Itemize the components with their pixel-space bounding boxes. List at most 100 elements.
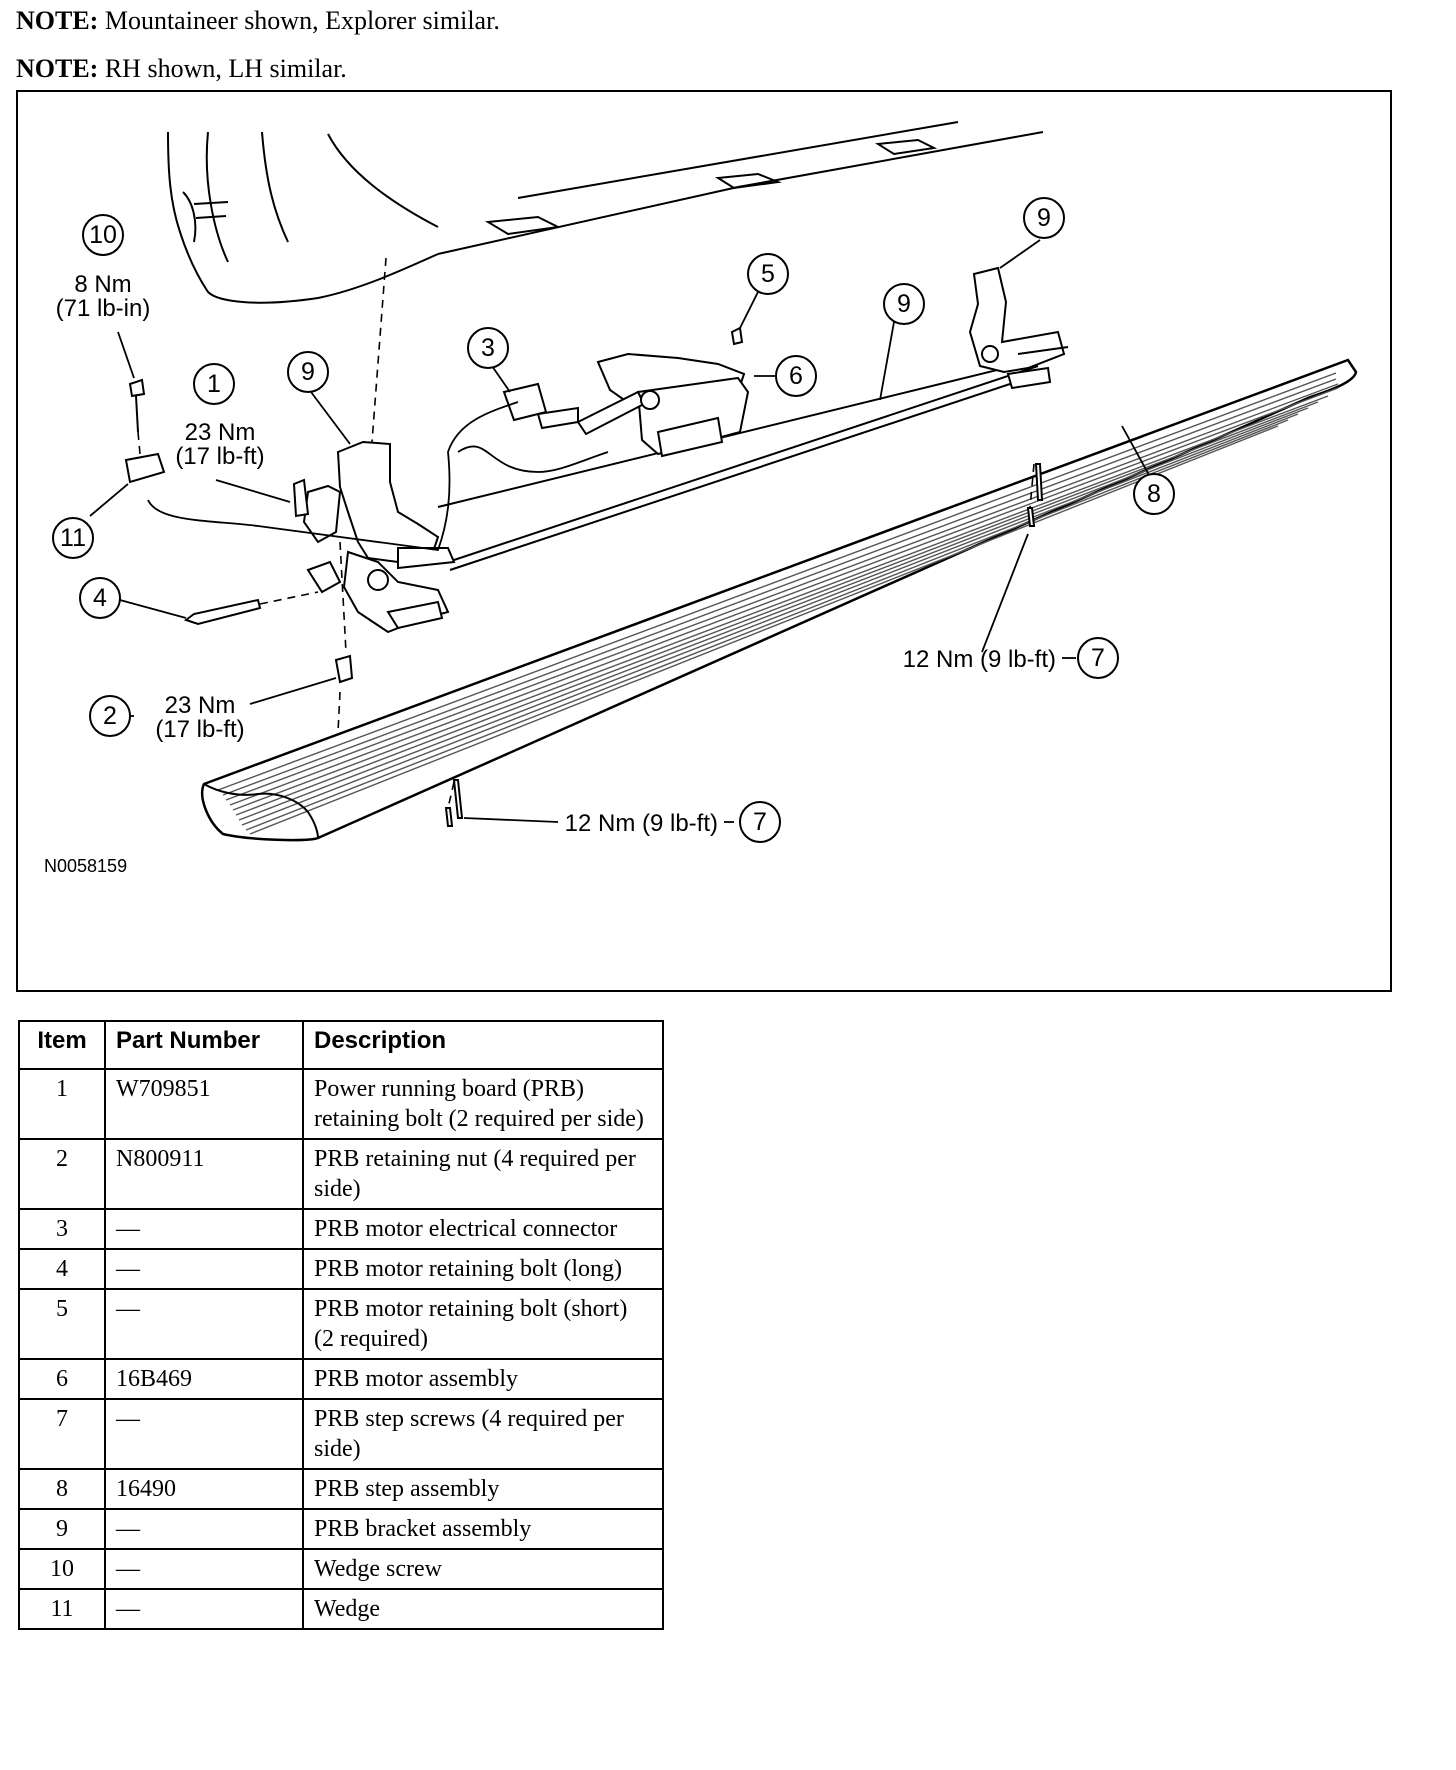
callout-number: 11 — [60, 524, 86, 552]
table-row: 7—PRB step screws (4 required per side) — [18, 1398, 664, 1470]
description-cell: PRB bracket assembly — [302, 1508, 664, 1550]
column-header-part-number: Part Number — [104, 1020, 304, 1070]
torque-label: (71 lb-in) — [56, 295, 151, 322]
part-number-cell: — — [104, 1588, 304, 1630]
bracket-assembly-left — [302, 440, 456, 634]
item-cell: 10 — [18, 1548, 106, 1590]
table-row: 3—PRB motor electrical connector — [18, 1208, 664, 1250]
part-number-cell: N800911 — [104, 1138, 304, 1210]
part-number-cell: — — [104, 1248, 304, 1290]
vehicle-body-illustration — [167, 121, 1044, 304]
callout-number: 7 — [1091, 644, 1105, 672]
callout-circle-2 — [89, 695, 131, 737]
description-cell: PRB motor retaining bolt (long) — [302, 1248, 664, 1290]
part-number-cell: — — [104, 1398, 304, 1470]
callout-circle-10 — [82, 214, 124, 256]
torque-label: 8 Nm — [74, 271, 131, 298]
motor-harness-wire-illustration — [457, 445, 609, 473]
description-cell: PRB retaining nut (4 required per side) — [302, 1138, 664, 1210]
note-mountaineer: NOTE: Mountaineer shown, Explorer simila… — [16, 6, 500, 36]
torque-label: 12 Nm (9 lb-ft) — [903, 646, 1056, 673]
step-assembly-illustration — [201, 358, 1358, 842]
table-row: 11—Wedge — [18, 1588, 664, 1630]
callout-number: 4 — [93, 584, 107, 612]
fastener-illustrations — [124, 326, 1044, 827]
table-header-row: Item Part Number Description — [18, 1020, 664, 1070]
callout-circles — [52, 197, 1175, 843]
callout-circle-9 — [1023, 197, 1065, 239]
callout-number: 9 — [301, 358, 315, 386]
callout-circle-1 — [193, 363, 235, 405]
callout-number: 9 — [897, 290, 911, 318]
item-cell: 9 — [18, 1508, 106, 1550]
callout-number: 10 — [89, 221, 117, 249]
part-number-cell: — — [104, 1208, 304, 1250]
table-row: 4—PRB motor retaining bolt (long) — [18, 1248, 664, 1290]
item-cell: 4 — [18, 1248, 106, 1290]
note-rh-shown: NOTE: RH shown, LH similar. — [16, 54, 347, 84]
callout-circle-3 — [467, 327, 509, 369]
callout-circle-6 — [775, 355, 817, 397]
item-cell: 8 — [18, 1468, 106, 1510]
description-cell: Wedge screw — [302, 1548, 664, 1590]
note-text: Mountaineer shown, Explorer similar. — [104, 6, 500, 35]
callout-number: 3 — [481, 334, 495, 362]
item-cell: 1 — [18, 1068, 106, 1140]
column-header-description: Description — [302, 1020, 664, 1070]
motor-harness-wire-illustration — [147, 401, 519, 551]
callout-circle-9 — [883, 283, 925, 325]
part-number-cell: 16B469 — [104, 1358, 304, 1400]
callout-number: 6 — [789, 362, 803, 390]
description-cell: PRB motor retaining bolt (short) (2 requ… — [302, 1288, 664, 1360]
part-number-cell: 16490 — [104, 1468, 304, 1510]
note-label: NOTE: — [16, 54, 99, 83]
callout-number: 8 — [1147, 480, 1161, 508]
part-number-cell: — — [104, 1508, 304, 1550]
callout-circle-8 — [1133, 473, 1175, 515]
callout-number: 7 — [753, 808, 767, 836]
description-cell: PRB step assembly — [302, 1468, 664, 1510]
item-cell: 6 — [18, 1358, 106, 1400]
callout-number: 9 — [1037, 204, 1051, 232]
callout-circle-11 — [52, 517, 94, 559]
item-cell: 5 — [18, 1288, 106, 1360]
callout-circle-5 — [747, 253, 789, 295]
note-text: RH shown, LH similar. — [104, 54, 347, 83]
exploded-view-figure: 10 1 9 3 5 6 9 9 8 11 4 7 2 7 8 Nm (71 l… — [16, 90, 1392, 992]
item-cell: 3 — [18, 1208, 106, 1250]
part-number-cell: — — [104, 1548, 304, 1590]
callout-number: 5 — [761, 260, 775, 288]
item-cell: 2 — [18, 1138, 106, 1210]
torque-label: 23 Nm — [185, 419, 256, 446]
callout-number: 2 — [103, 702, 117, 730]
torque-label: (17 lb-ft) — [175, 443, 264, 470]
callout-leader-lines — [89, 239, 1155, 823]
column-header-item: Item — [18, 1020, 106, 1070]
torque-label: 12 Nm (9 lb-ft) — [565, 810, 718, 837]
callout-circle-7 — [1077, 637, 1119, 679]
table-row: 9—PRB bracket assembly — [18, 1508, 664, 1550]
running-board-diagram: 10 1 9 3 5 6 9 9 8 11 4 7 2 7 8 Nm (71 l… — [44, 121, 1358, 876]
description-cell: Power running board (PRB) retaining bolt… — [302, 1068, 664, 1140]
bracket-assembly-right — [968, 266, 1069, 390]
callout-number: 1 — [207, 370, 221, 398]
description-cell: PRB step screws (4 required per side) — [302, 1398, 664, 1470]
torque-label: (17 lb-ft) — [155, 716, 244, 743]
part-number-cell: W709851 — [104, 1068, 304, 1140]
description-cell: PRB motor assembly — [302, 1358, 664, 1400]
table-row: 5—PRB motor retaining bolt (short) (2 re… — [18, 1288, 664, 1360]
torque-label: 23 Nm — [165, 692, 236, 719]
item-cell: 11 — [18, 1588, 106, 1630]
motor-assembly-illustration — [502, 352, 750, 458]
note-label: NOTE: — [16, 6, 99, 35]
figure-id: N0058159 — [44, 856, 127, 876]
part-number-cell: — — [104, 1288, 304, 1360]
description-cell: Wedge — [302, 1588, 664, 1630]
callout-circle-9 — [287, 351, 329, 393]
description-cell: PRB motor electrical connector — [302, 1208, 664, 1250]
